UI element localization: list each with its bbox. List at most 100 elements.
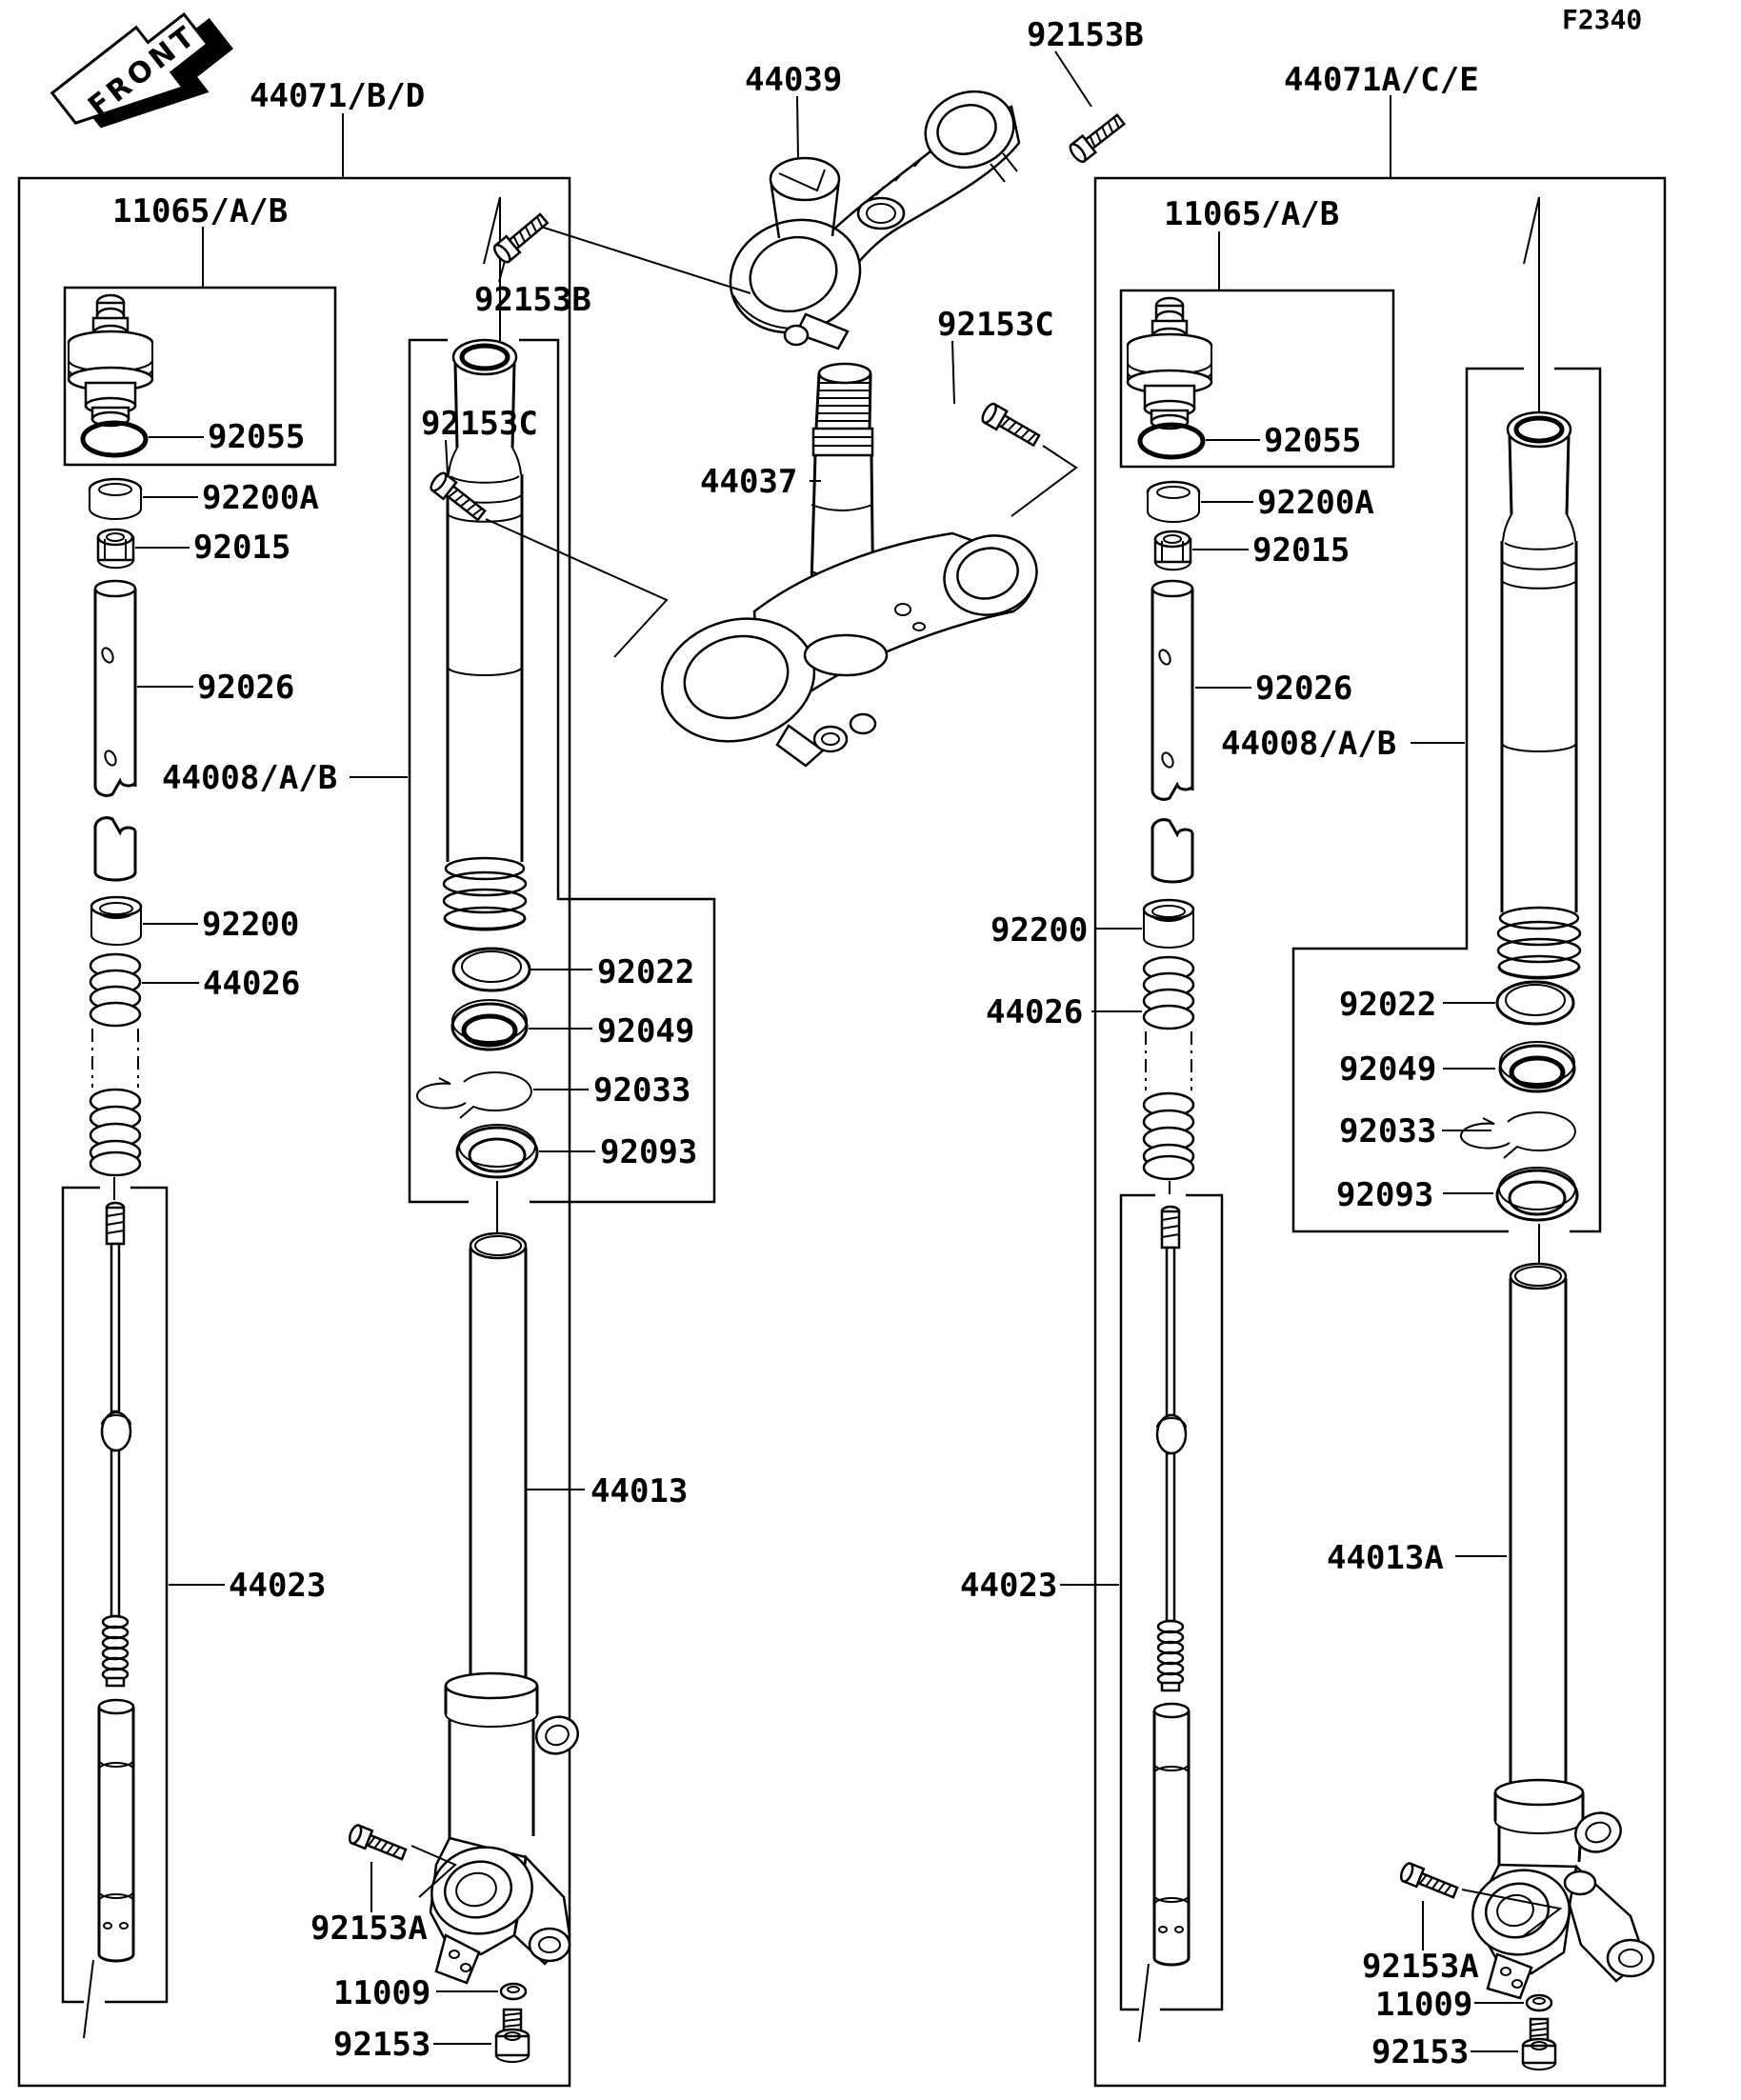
left-cap-box [63,286,337,467]
right-rod-pointer [1138,1963,1150,2043]
label-lower-clamp-bolt-top: 92153C [937,306,1054,344]
right-box-pointer-diagonal [1523,196,1540,265]
left-damper-box [61,1186,169,2004]
label-right-spring: 44026 [986,993,1083,1031]
left-damper-rod-drawing [83,1201,135,2039]
leader-lower-clamp-bolt-zigzag [485,518,669,658]
label-stem: 44037 [700,463,797,501]
label-right-o-ring: 92055 [1264,422,1361,460]
label-right-damper: 44023 [960,1567,1057,1605]
right-bottom-bolt-drawing [1521,2017,1557,2070]
label-lower-clamp-bolt: 92153C [421,405,538,443]
left-spring-drawing [89,952,142,1177]
label-right-assembly: 44071A/C/E [1284,61,1479,99]
label-left-spring: 44026 [203,965,300,1003]
right-damper-rod-drawing [1138,1205,1191,2043]
label-right-clamp-bolt: 92153A [1362,1948,1479,1986]
label-right-oil-seal: 92049 [1339,1050,1436,1089]
label-right-washer: 11009 [1375,1986,1472,2024]
leader-upper-clamp-bolt-to-clamp [540,226,751,294]
label-upper-clamp-bolt: 92153B [474,281,591,319]
left-seal-washer-drawing [451,947,531,992]
left-assembly-box [17,176,571,2088]
lower-triple-clamp-drawing [660,531,1038,768]
front-arrow: FRONT [50,11,233,129]
left-dust-seal-drawing [455,1124,539,1179]
label-right-outer-tube: 44013A [1327,1539,1444,1577]
right-seal-washer-drawing [1495,980,1575,1026]
label-left-seal-washer: 92022 [597,953,694,991]
right-outer-tube-drawing [1509,1262,1568,1785]
label-left-oil-seal: 92049 [597,1012,694,1050]
left-fork-slider-drawing [429,1671,579,1985]
left-rod-pointer [83,1959,94,2039]
left-outer-tube-drawing [469,1231,528,1678]
label-upper-clamp: 44039 [745,61,842,99]
label-left-clamp-bolt: 92153A [310,1910,428,1948]
left-washer-drawing [499,1982,528,2001]
lower-clamp-bolt-drawing [430,471,487,522]
left-nut-drawing [96,528,135,570]
right-clamp-bolt-drawing [1399,1862,1459,1899]
right-washer-drawing [1525,1993,1553,2012]
label-left-outer-tube: 44013 [590,1472,688,1510]
label-upper-clamp-bolt-top: 92153B [1027,16,1144,54]
right-damper-box [1119,1193,1224,2011]
leader-lower-clamp-bolt-top [951,340,955,405]
right-bushing-drawing [1142,898,1195,949]
right-retaining-ring-drawing [1460,1111,1576,1159]
label-right-bottom-bolt: 92153 [1371,2033,1469,2071]
right-inner-tube-drawing [1496,410,1582,980]
leader-upper-clamp-bolt-top [1054,50,1092,108]
right-dust-seal-drawing [1495,1167,1579,1222]
label-left-bottom-bolt: 92153 [333,2026,430,2064]
leader-right-clamp-bolt-zigzag [1461,1889,1563,1938]
label-right-push-rod-tube: 92026 [1255,670,1352,708]
lower-clamp-bolt-top-drawing [981,402,1041,448]
left-bushing-drawing [90,895,143,946]
label-left-cap: 11065/A/B [112,192,288,230]
label-right-seal-washer: 92022 [1339,986,1436,1024]
right-o-ring-drawing [1137,422,1206,460]
label-right-dust-seal: 92093 [1336,1176,1433,1214]
left-o-ring-drawing [80,420,149,458]
label-right-nut: 92015 [1252,531,1350,570]
label-left-dust-seal: 92093 [600,1133,697,1171]
left-box-pointer-diagonal [483,196,501,265]
leader-left-clamp-bolt-zigzag [410,1845,457,1898]
label-left-bearing-washer: 92200A [202,479,319,517]
upper-clamp-bolt-top-drawing [1069,112,1127,164]
right-spring-drawing [1142,955,1195,1181]
label-right-bushing: 92200 [991,911,1088,950]
right-fork-slider-drawing [1471,1778,1655,2000]
leader-upper-clamp [796,95,799,159]
right-fork-cap-drawing [1126,296,1213,430]
label-left-bushing: 92200 [202,906,299,944]
label-right-retaining-ring: 92033 [1339,1112,1436,1150]
figure-code: F2340 [1562,4,1642,35]
left-oil-seal-drawing [450,999,529,1051]
right-oil-seal-drawing [1498,1041,1576,1093]
right-bearing-washer-drawing [1146,480,1201,523]
right-assembly-box [1093,176,1667,2088]
leader-lower-clamp-bolt [445,439,449,475]
leader-lower-clamp-bolt-top-zigzag [1011,445,1078,517]
left-inner-tube-drawing [442,338,528,931]
left-clamp-bolt-drawing [348,1824,408,1861]
left-bottom-bolt-drawing [494,2008,530,2063]
left-bearing-washer-drawing [88,477,143,520]
upper-clamp-bolt-drawing [492,212,550,264]
left-fork-cap-drawing [67,293,154,428]
label-left-nut: 92015 [193,529,290,567]
label-left-push-rod-tube: 92026 [197,669,294,707]
label-left-assembly: 44071/B/D [250,77,425,115]
label-right-cap: 11065/A/B [1164,195,1339,233]
left-push-rod-tube-drawing [93,579,137,882]
left-inner-tube-box [408,338,716,1204]
right-inner-tube-box [1291,367,1602,1233]
left-retaining-ring-drawing [416,1071,532,1119]
label-left-damper: 44023 [229,1567,326,1605]
front-arrow-face [50,11,210,125]
